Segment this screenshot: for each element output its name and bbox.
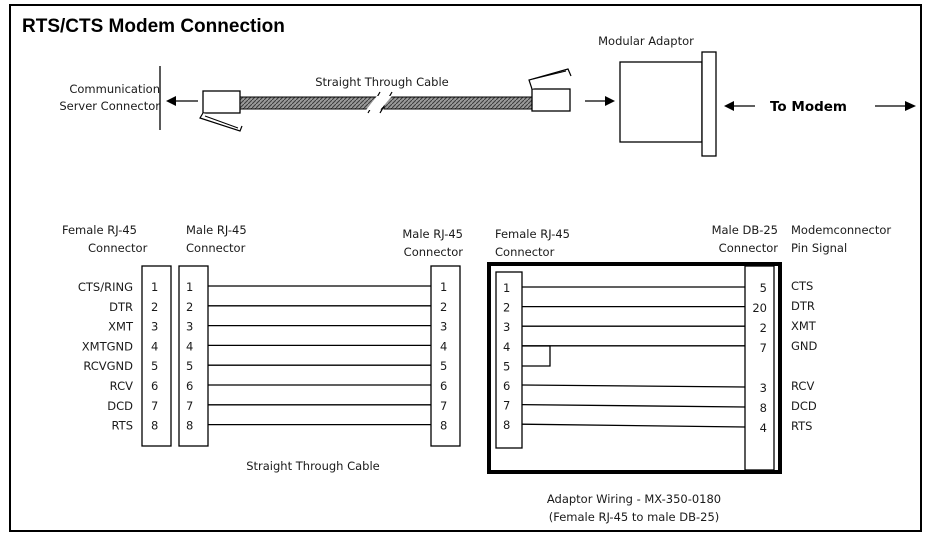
adaptor-db25-pinblock	[744, 265, 775, 471]
adaptor-wire	[521, 423, 746, 428]
male-rj45-right-pin-number: 4	[440, 339, 447, 353]
male-db25-header-line1: Male DB-25	[712, 223, 778, 237]
cable-right-section	[383, 96, 533, 110]
male-rj45-right-pin-number: 1	[440, 280, 447, 294]
db25-pin-number: 5	[760, 281, 767, 295]
adaptor-rj45-pin-number: 1	[503, 281, 510, 295]
male-rj45-right-header-line1: Male RJ-45	[402, 227, 463, 241]
db25-pin-number: 2	[760, 321, 767, 335]
modem-signal-label: DTR	[791, 299, 815, 313]
adaptor-rj45-pin-number: 5	[503, 359, 510, 373]
modem-connector-header-line2: Pin Signal	[791, 241, 847, 255]
page-title: RTS/CTS Modem Connection	[22, 16, 285, 37]
right-rj45-plug-icon	[528, 68, 572, 112]
modular-adaptor-label: Modular Adaptor	[598, 34, 694, 48]
modem-signal-label: DCD	[791, 399, 817, 413]
adaptor-rj45-pin-number: 2	[503, 301, 510, 315]
female-rj45-left-pin-number: 4	[151, 339, 158, 353]
to-modem-right-arrow-icon	[875, 101, 916, 111]
male-rj45-left-pin-number: 1	[186, 280, 193, 294]
signal-label: CTS/RING	[78, 280, 133, 294]
adaptor-rj45-pin-number: 3	[503, 320, 510, 334]
bottom-cable-label: Straight Through Cable	[246, 459, 380, 473]
male-rj45-right-pin-number: 3	[440, 320, 447, 334]
comm-server-label-line2: Server Connector	[59, 99, 160, 113]
female-rj45-adaptor-header-line2: Connector	[495, 245, 555, 259]
male-rj45-left-pin-number: 2	[186, 300, 193, 314]
adaptor-rj45-pin-number: 6	[503, 379, 510, 393]
modem-connector-header-line1: Modemconnector	[791, 223, 891, 237]
signal-label: DCD	[107, 399, 133, 413]
modem-signal-label: XMT	[791, 319, 817, 333]
male-db25-header-line2: Connector	[719, 241, 779, 255]
female-rj45-left-header-line2: Connector	[88, 241, 148, 255]
female-rj45-left-pin-number: 3	[151, 320, 158, 334]
wiring-diagram: Female RJ-45 Connector Male RJ-45 Connec…	[62, 223, 891, 524]
modular-adaptor-icon	[619, 51, 717, 157]
male-rj45-right-pin-number: 6	[440, 379, 447, 393]
modem-signal-label: CTS	[791, 279, 813, 293]
adaptor-caption-line1: Adaptor Wiring - MX-350-0180	[547, 492, 721, 506]
to-modem-left-arrow-icon	[724, 101, 755, 111]
db25-pin-number: 3	[760, 381, 767, 395]
signal-label: RCVGND	[83, 359, 133, 373]
left-rj45-plug-icon	[199, 90, 243, 132]
male-rj45-left-pin-number: 8	[186, 419, 193, 433]
signal-label: RCV	[110, 379, 133, 393]
adaptor-wire	[521, 384, 746, 388]
male-rj45-left-header-line1: Male RJ-45	[186, 223, 247, 237]
outer-frame	[9, 4, 922, 532]
signal-label: DTR	[109, 300, 133, 314]
adaptor-rj45-pin-number: 4	[503, 340, 510, 354]
adaptor-rj45-pin-number: 8	[503, 418, 510, 432]
female-rj45-left-pin-number: 8	[151, 419, 158, 433]
female-rj45-left-header-line1: Female RJ-45	[62, 223, 137, 237]
male-rj45-left-pin-number: 3	[186, 320, 193, 334]
male-rj45-left-pin-number: 4	[186, 339, 193, 353]
top-cable-label: Straight Through Cable	[315, 75, 449, 89]
cable-left-section	[239, 96, 383, 110]
signal-label: XMTGND	[82, 339, 133, 353]
to-modem-label: To Modem	[770, 99, 847, 115]
female-rj45-left-pin-number: 1	[151, 280, 158, 294]
modem-signal-label: RCV	[791, 379, 814, 393]
male-rj45-right-pin-number: 2	[440, 300, 447, 314]
female-rj45-left-pin-number: 6	[151, 379, 158, 393]
female-rj45-left-pinblock	[141, 265, 172, 447]
male-rj45-right-pin-number: 5	[440, 359, 447, 373]
male-rj45-right-pin-number: 8	[440, 419, 447, 433]
comm-server-label-line1: Communication	[69, 82, 160, 96]
male-rj45-right-header-line2: Connector	[404, 245, 464, 259]
db25-pin-number: 8	[760, 401, 767, 415]
db25-pin-number: 4	[760, 421, 767, 435]
modem-signal-label: RTS	[791, 419, 812, 433]
arrow-left-icon	[166, 96, 198, 106]
male-rj45-left-pin-number: 6	[186, 379, 193, 393]
female-rj45-left-pin-number: 2	[151, 300, 158, 314]
top-connection-illustration: Communication Server Connector Straight …	[59, 34, 916, 157]
signal-label: XMT	[108, 320, 134, 334]
signal-label: RTS	[112, 419, 133, 433]
male-rj45-right-pinblock	[430, 265, 461, 447]
adaptor-caption-line2: (Female RJ-45 to male DB-25)	[549, 510, 720, 524]
female-rj45-left-pin-number: 7	[151, 399, 158, 413]
male-rj45-left-pin-number: 7	[186, 399, 193, 413]
male-rj45-left-header-line2: Connector	[186, 241, 246, 255]
female-rj45-adaptor-header-line1: Female RJ-45	[495, 227, 570, 241]
male-rj45-left-pin-number: 5	[186, 359, 193, 373]
db25-pin-number: 20	[752, 301, 767, 315]
female-rj45-left-pin-number: 5	[151, 359, 158, 373]
arrow-right-icon	[585, 96, 615, 106]
adaptor-wire	[521, 403, 746, 408]
male-rj45-right-pin-number: 7	[440, 399, 447, 413]
adaptor-female-rj45-pinblock	[495, 271, 523, 449]
male-rj45-left-pinblock	[178, 265, 209, 447]
adaptor-frame	[487, 262, 782, 474]
adaptor-rj45-pin-number: 7	[503, 399, 510, 413]
modem-signal-label: GND	[791, 339, 818, 353]
db25-pin-number: 7	[760, 341, 767, 355]
